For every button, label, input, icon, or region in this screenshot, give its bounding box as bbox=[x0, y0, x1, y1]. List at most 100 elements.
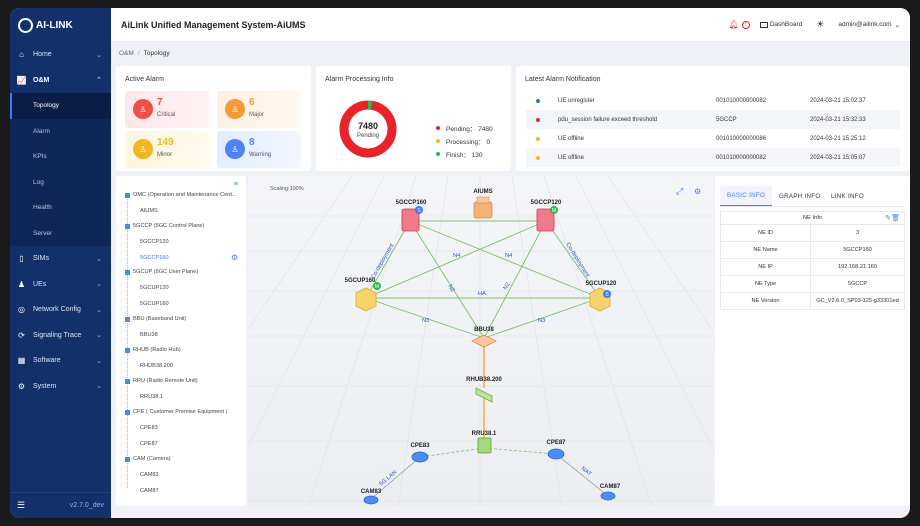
tree-group-cam[interactable]: CAM (Camera) bbox=[125, 456, 171, 462]
node-5gccp160[interactable]: S 5GCCP160 bbox=[396, 200, 427, 232]
tree-node-bbu38[interactable]: BBU38 bbox=[140, 332, 158, 338]
sidebar-item-signaling-trace[interactable]: ⟳ Signaling Trace ⌄ bbox=[10, 323, 111, 349]
subitem-label: Log bbox=[33, 178, 44, 186]
tab-link-info[interactable]: LINK INFO bbox=[831, 192, 864, 200]
tree-group-omc[interactable]: OMC (Operation and Maintenance Cent... bbox=[125, 192, 237, 198]
alarm-warning[interactable]: ♙ 8 Warning bbox=[217, 131, 301, 168]
topology-graph[interactable]: Scaling:100% ⤢ ⚙ bbox=[248, 176, 713, 506]
sidebar-subitem-kpis[interactable]: KPIs bbox=[10, 144, 111, 170]
tree-group-rru[interactable]: RRU (Radio Remote Unit) bbox=[125, 378, 198, 384]
tree-group-label: 5GCUP (5GC User Plane) bbox=[133, 269, 199, 275]
notification-time: 2024-03-21 15:02:37 bbox=[810, 97, 866, 104]
fullscreen-icon[interactable]: ⤢ bbox=[675, 186, 683, 196]
tree-group-bbu[interactable]: BBU (Baseband Unit) bbox=[125, 316, 186, 322]
node-5gcup120[interactable]: S 5GCUP120 bbox=[586, 281, 617, 312]
notification-time: 2024-03-21 15:05:07 bbox=[810, 154, 866, 161]
node-5gcup160[interactable]: M 5GCUP160 bbox=[345, 278, 381, 312]
sidebar-item-om[interactable]: 📈 O&M ⌃ bbox=[10, 68, 111, 94]
tree-group-5gcup[interactable]: 5GCUP (5GC User Plane) bbox=[125, 269, 198, 275]
edit-icon[interactable]: ✎ bbox=[885, 215, 891, 222]
collapse-menu-icon[interactable]: ☰ bbox=[17, 500, 26, 510]
node-5gccp120[interactable]: M 5GCCP120 bbox=[531, 200, 562, 232]
node-settings-icon[interactable]: ⚙ bbox=[231, 253, 239, 262]
node-cam83[interactable]: CAM83 bbox=[361, 489, 382, 505]
sidebar-subitem-topology[interactable]: Topology bbox=[10, 93, 111, 119]
breadcrumb-parent[interactable]: O&M bbox=[119, 49, 134, 57]
canvas-settings-icon[interactable]: ⚙ bbox=[694, 187, 701, 196]
tree-node-5gcup160[interactable]: 5GCUP160 bbox=[140, 301, 169, 307]
theme-toggle-icon[interactable]: ☀ bbox=[816, 19, 825, 29]
node-cpe87[interactable]: CPE87 bbox=[546, 440, 566, 460]
tree-node-cam83[interactable]: CAM83 bbox=[140, 472, 159, 478]
logo-icon bbox=[18, 17, 33, 33]
ne-info-header: NE Info ✎ 🗑︎ bbox=[720, 211, 905, 225]
tree-group-5gccp[interactable]: 5GCCP (5GC Control Plane) bbox=[125, 223, 204, 229]
dashboard-link[interactable]: DashBoard bbox=[769, 21, 803, 28]
alert-icon[interactable]: ! bbox=[741, 20, 750, 29]
tree-node-cam87[interactable]: CAM87 bbox=[140, 488, 159, 494]
tree-node-cpe83[interactable]: CPE83 bbox=[140, 425, 158, 431]
group-square-icon bbox=[125, 409, 130, 415]
tab-basic-info[interactable]: BASIC INFO bbox=[720, 186, 773, 206]
node-rru381[interactable]: RRU38.1 bbox=[472, 431, 497, 454]
node-aiums[interactable]: AIUMS bbox=[473, 189, 493, 219]
tree-node-5gccp160[interactable]: 5GCCP160 bbox=[140, 255, 169, 261]
sidebar-subitem-health[interactable]: Health bbox=[10, 195, 111, 221]
severity-dot bbox=[536, 155, 540, 160]
tree-collapse-icon[interactable]: ≡ bbox=[233, 181, 238, 188]
node-rhub38200[interactable]: RHUB38.200 bbox=[466, 377, 503, 403]
tree-node-aiums[interactable]: AIUMS bbox=[140, 208, 158, 214]
tree-node-rhub38200[interactable]: RHUB38.200 bbox=[140, 363, 173, 369]
tree-node-cpe87[interactable]: CPE87 bbox=[140, 441, 158, 447]
tree-group-rhub[interactable]: RHUB (Radio Hub) bbox=[125, 347, 181, 353]
sidebar-item-network-config[interactable]: ◎ Network Config ⌄ bbox=[10, 297, 111, 323]
legend-text: Finish： 130 bbox=[446, 152, 483, 159]
subitem-label: Health bbox=[33, 204, 52, 212]
notification-row[interactable]: UE offline 001010000000086 2024-03-21 15… bbox=[526, 129, 900, 148]
sidebar-subitem-alarm[interactable]: Alarm bbox=[10, 118, 111, 144]
legend-processing: Processing： 0 bbox=[436, 136, 490, 146]
topology-canvas[interactable]: Scaling:100% ⤢ ⚙ bbox=[248, 176, 713, 506]
bell-icon[interactable]: 🔔︎ bbox=[728, 20, 739, 29]
subitem-label: KPIs bbox=[33, 153, 47, 161]
sidebar-item-sims[interactable]: ▯ SIMs ⌄ bbox=[10, 246, 111, 272]
notification-row[interactable]: UE offline 001010000000082 2024-03-21 15… bbox=[526, 148, 900, 167]
alarm-major[interactable]: ♙ 6 Major bbox=[217, 91, 301, 128]
alarm-processing-card: Alarm Processing Info 7480 Pending Pendi… bbox=[316, 66, 511, 171]
sidebar-item-software[interactable]: ▦ Software ⌄ bbox=[10, 348, 111, 374]
tree-group-label: CAM (Camera) bbox=[133, 456, 171, 462]
sidebar-item-home[interactable]: ⌂ Home ⌄ bbox=[10, 42, 111, 68]
edge-label-n2: N2 bbox=[446, 284, 455, 293]
tree-group-cpe[interactable]: CPE ( Customer Premise Equipment ) bbox=[125, 409, 228, 415]
sim-card-icon: ▯ bbox=[19, 254, 24, 264]
sidebar-item-system[interactable]: ⚙ System ⌄ bbox=[10, 374, 111, 400]
ne-info-value: 192.168.21.160 bbox=[838, 264, 877, 270]
sidebar-subitem-server[interactable]: Server bbox=[10, 220, 111, 246]
notification-row[interactable]: UE unregister 001010000000082 2024-03-21… bbox=[526, 91, 900, 110]
notification-time: 2024-03-21 15:32:33 bbox=[810, 116, 866, 123]
alarm-minor[interactable]: ♙ 149 Minor bbox=[125, 131, 209, 168]
node-cpe83[interactable]: CPE83 bbox=[410, 443, 430, 463]
node-cam87[interactable]: CAM87 bbox=[600, 484, 621, 501]
legend-dot bbox=[436, 126, 440, 130]
tree-node-rru381[interactable]: RRU38.1 bbox=[140, 394, 164, 400]
tree-node-5gcup120[interactable]: 5GCUP120 bbox=[140, 285, 169, 291]
chevron-up-icon: ⌃ bbox=[96, 77, 102, 85]
delete-icon[interactable]: 🗑︎ bbox=[891, 215, 900, 222]
node-bbu38[interactable]: BBU38 bbox=[471, 327, 497, 348]
ne-info-key: NE Version bbox=[721, 293, 811, 309]
sidebar-subitem-log[interactable]: Log bbox=[10, 169, 111, 195]
camera-icon bbox=[600, 491, 616, 501]
tab-graph-info[interactable]: GRAPH INFO bbox=[779, 192, 821, 200]
edges-wireless bbox=[419, 447, 557, 458]
tree-node-5gccp120[interactable]: 5GCCP120 bbox=[140, 239, 169, 245]
ne-info-key: NE IP bbox=[721, 259, 811, 275]
chevron-down-icon[interactable]: ⌄ bbox=[894, 21, 900, 29]
active-alarm-card: Active Alarm ♙ 7 Critical ♙ 6 Major ♙ 14… bbox=[116, 66, 311, 171]
ne-info-key: NE Name bbox=[721, 242, 811, 258]
notification-source: 001010000000086 bbox=[716, 135, 767, 142]
alarm-critical[interactable]: ♙ 7 Critical bbox=[125, 91, 209, 128]
user-menu[interactable]: admin@ailink.com bbox=[838, 21, 892, 28]
notification-row[interactable]: pdu_session failure exceed threshold 5GC… bbox=[526, 110, 900, 129]
sidebar-item-ues[interactable]: ♟ UEs ⌄ bbox=[10, 272, 111, 298]
